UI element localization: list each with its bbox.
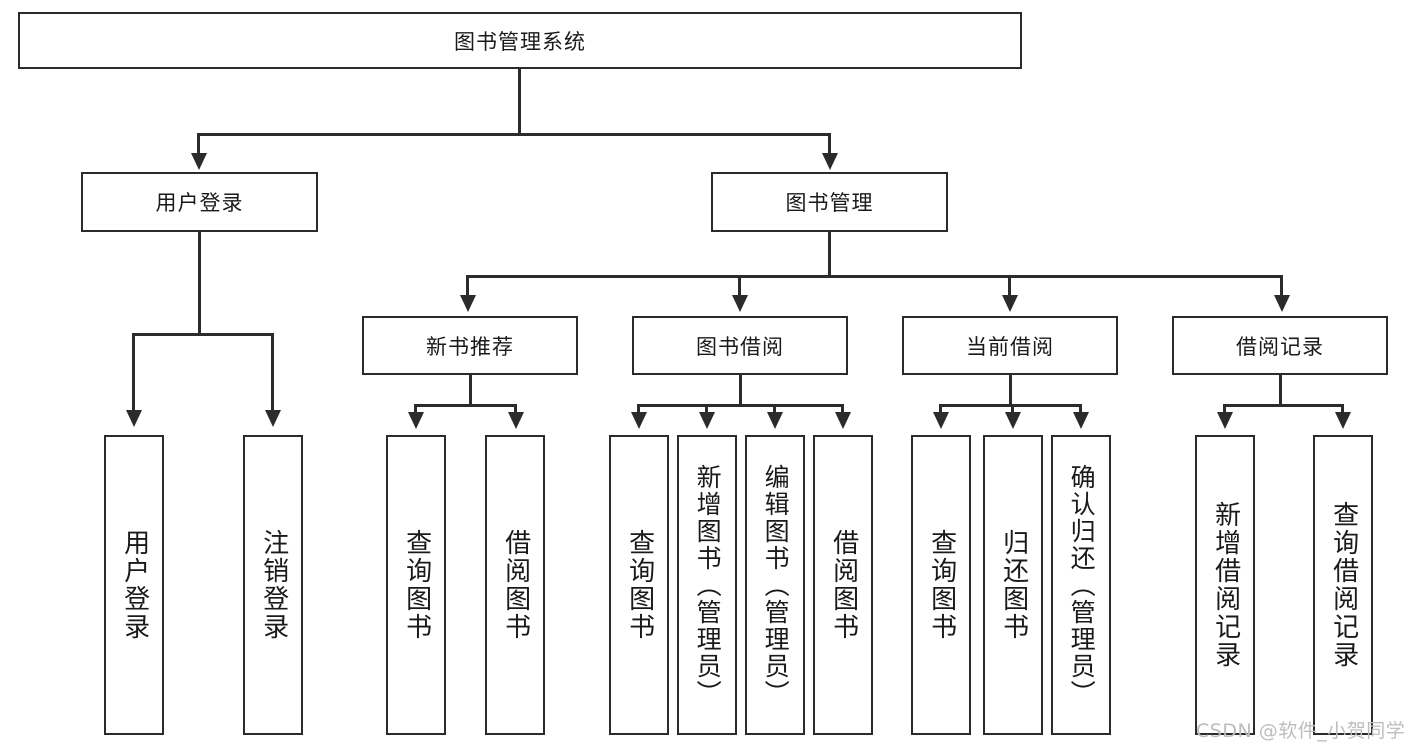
arrow-borrow-to-leaf-2 <box>699 412 715 429</box>
edge-bookmgmt-to-current <box>1008 275 1011 299</box>
leaf-logout-label: 注销登录 <box>258 529 289 641</box>
edge-borrow-trunk <box>739 375 742 404</box>
leaf-query-book-newbook[interactable]: 查询图书 <box>386 435 446 735</box>
edge-records-bus <box>1223 404 1343 407</box>
edge-userlogin-to-leaf-2 <box>271 333 274 414</box>
arrow-bookmgmt-to-newbook <box>460 295 476 312</box>
node-borrow-records[interactable]: 借阅记录 <box>1172 316 1388 375</box>
leaf-borrow-book-label: 借阅图书 <box>828 529 859 641</box>
leaf-logout[interactable]: 注销登录 <box>243 435 303 735</box>
leaf-add-book-admin[interactable]: 新增图书（管理员） <box>677 435 737 735</box>
node-book-borrow[interactable]: 图书借阅 <box>632 316 848 375</box>
arrow-borrow-to-leaf-1 <box>631 412 647 429</box>
edge-current-bus <box>939 404 1081 407</box>
edge-newbook-to-leaf-2 <box>514 404 517 416</box>
edge-borrow-bus <box>637 404 844 407</box>
edge-borrow-to-leaf-4 <box>841 404 844 416</box>
node-current-borrow[interactable]: 当前借阅 <box>902 316 1118 375</box>
node-borrow-records-label: 借阅记录 <box>1236 334 1324 359</box>
leaf-borrow-book-newbook[interactable]: 借阅图书 <box>485 435 545 735</box>
leaf-query-book-current[interactable]: 查询图书 <box>911 435 971 735</box>
node-root-system-label: 图书管理系统 <box>454 29 586 54</box>
edge-userlogin-bus <box>132 333 271 336</box>
node-new-book-recommend-label: 新书推荐 <box>426 334 514 359</box>
arrow-bookmgmt-to-borrow <box>732 295 748 312</box>
edge-root-to-user-login <box>197 133 200 157</box>
arrow-current-to-leaf-2 <box>1005 412 1021 429</box>
arrow-borrow-to-leaf-4 <box>835 412 851 429</box>
node-book-management-label: 图书管理 <box>785 191 874 215</box>
edge-root-bus <box>197 133 831 136</box>
edge-current-to-leaf-2 <box>1011 404 1014 416</box>
edge-bookmgmt-to-records <box>1280 275 1283 299</box>
edge-records-trunk <box>1279 375 1282 404</box>
arrow-current-to-leaf-1 <box>933 412 949 429</box>
arrow-newbook-to-leaf-2 <box>508 412 524 429</box>
edge-root-trunk <box>518 69 521 133</box>
leaf-query-book-current-label: 查询图书 <box>926 529 957 641</box>
edge-borrow-to-leaf-3 <box>773 404 776 416</box>
edge-current-to-leaf-1 <box>939 404 942 416</box>
edge-bookmgmt-to-borrow <box>738 275 741 299</box>
node-book-borrow-label: 图书借阅 <box>696 334 784 359</box>
edge-userlogin-to-leaf-1 <box>132 333 135 414</box>
arrow-records-to-leaf-1 <box>1217 412 1233 429</box>
node-book-management[interactable]: 图书管理 <box>711 172 948 232</box>
leaf-edit-book-admin-label: 编辑图书（管理员） <box>761 463 791 707</box>
node-user-login[interactable]: 用户登录 <box>81 172 318 232</box>
arrow-current-to-leaf-3 <box>1073 412 1089 429</box>
leaf-confirm-return-admin[interactable]: 确认归还（管理员） <box>1051 435 1111 735</box>
leaf-borrow-book-newbook-label: 借阅图书 <box>500 529 531 641</box>
leaf-return-book[interactable]: 归还图书 <box>983 435 1043 735</box>
leaf-borrow-book[interactable]: 借阅图书 <box>813 435 873 735</box>
arrow-newbook-to-leaf-1 <box>408 412 424 429</box>
leaf-user-login-label: 用户登录 <box>119 529 150 641</box>
node-root-system[interactable]: 图书管理系统 <box>18 12 1022 69</box>
leaf-query-borrow-record[interactable]: 查询借阅记录 <box>1313 435 1373 735</box>
arrow-bookmgmt-to-records <box>1274 295 1290 312</box>
edge-records-to-leaf-2 <box>1341 404 1344 416</box>
edge-borrow-to-leaf-2 <box>705 404 708 416</box>
arrow-bookmgmt-to-current <box>1002 295 1018 312</box>
arrow-userlogin-to-leaf-1 <box>126 410 142 427</box>
leaf-add-borrow-record[interactable]: 新增借阅记录 <box>1195 435 1255 735</box>
leaf-add-borrow-record-label: 新增借阅记录 <box>1210 501 1241 669</box>
node-new-book-recommend[interactable]: 新书推荐 <box>362 316 578 375</box>
edge-records-to-leaf-1 <box>1223 404 1226 416</box>
leaf-query-book-borrow-label: 查询图书 <box>624 529 655 641</box>
leaf-confirm-return-admin-label: 确认归还（管理员） <box>1067 463 1097 707</box>
edge-root-to-book-mgmt <box>828 133 831 157</box>
leaf-return-book-label: 归还图书 <box>998 529 1029 641</box>
edge-newbook-trunk <box>469 375 472 404</box>
csdn-watermark: CSDN @软件_小贺同学 <box>1196 720 1405 742</box>
leaf-add-book-admin-label: 新增图书（管理员） <box>693 463 723 707</box>
arrow-borrow-to-leaf-3 <box>767 412 783 429</box>
edge-current-to-leaf-3 <box>1079 404 1082 416</box>
edge-userlogin-trunk <box>198 232 201 333</box>
edge-newbook-to-leaf-1 <box>414 404 417 416</box>
leaf-user-login[interactable]: 用户登录 <box>104 435 164 735</box>
arrow-root-to-user-login <box>191 153 207 170</box>
node-current-borrow-label: 当前借阅 <box>966 334 1054 359</box>
edge-bookmgmt-trunk <box>828 232 831 275</box>
leaf-query-book-newbook-label: 查询图书 <box>401 529 432 641</box>
node-user-login-label: 用户登录 <box>155 191 244 215</box>
edge-bookmgmt-to-newbook <box>466 275 469 299</box>
arrow-records-to-leaf-2 <box>1335 412 1351 429</box>
arrow-userlogin-to-leaf-2 <box>265 410 281 427</box>
arrow-root-to-book-mgmt <box>822 153 838 170</box>
edge-newbook-bus <box>414 404 517 407</box>
edge-borrow-to-leaf-1 <box>637 404 640 416</box>
leaf-edit-book-admin[interactable]: 编辑图书（管理员） <box>745 435 805 735</box>
leaf-query-borrow-record-label: 查询借阅记录 <box>1328 501 1359 669</box>
edge-bookmgmt-bus <box>466 275 1282 278</box>
leaf-query-book-borrow[interactable]: 查询图书 <box>609 435 669 735</box>
edge-current-trunk <box>1009 375 1012 404</box>
